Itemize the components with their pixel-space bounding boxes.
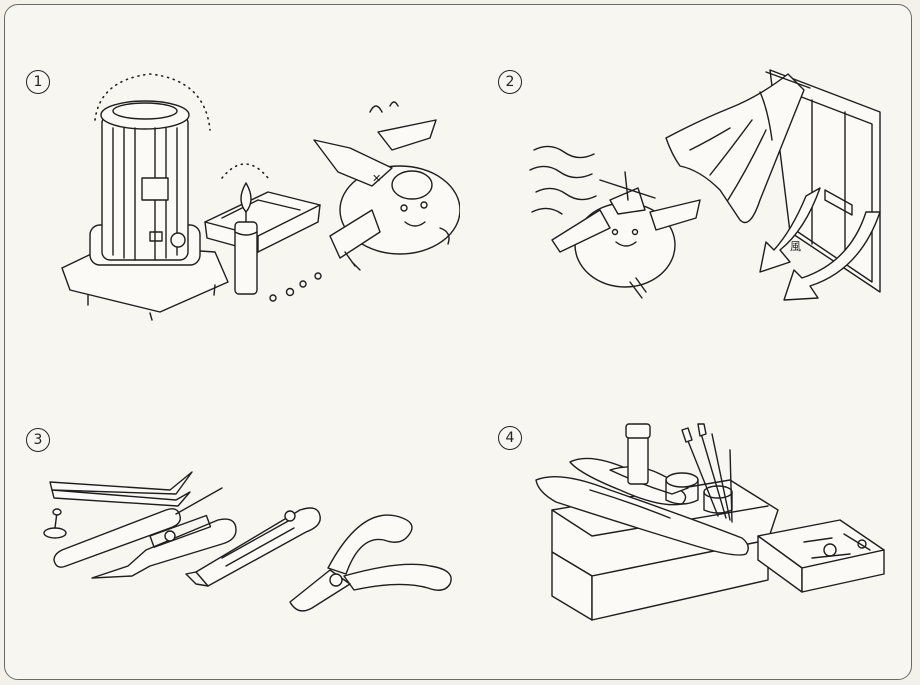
step-number-4: 4 <box>498 426 522 450</box>
panel-4: 4 <box>460 340 920 685</box>
curtain-wind-label: 風 <box>790 240 801 253</box>
step-number-3: 3 <box>26 428 50 452</box>
panel-4-illustration <box>460 340 920 685</box>
art-knife-icon <box>92 515 236 578</box>
candle-icon <box>222 164 268 294</box>
tweezers-icon <box>50 472 192 506</box>
step-number-2: 2 <box>498 70 522 94</box>
kerosene-heater-icon <box>62 101 228 320</box>
side-cutters-icon <box>290 515 451 611</box>
panel-3-illustration <box>0 340 460 685</box>
matchbox-icon <box>205 192 320 252</box>
panel-2: 2 <box>460 0 920 340</box>
exhaust-puffs-icon <box>270 273 321 301</box>
push-pin-icon <box>44 509 66 538</box>
panel-1: 1 <box>0 0 460 340</box>
cutter-knife-icon <box>186 508 320 586</box>
svg-text:✕: ✕ <box>372 172 381 185</box>
curtain-icon <box>666 72 810 223</box>
heat-dots <box>95 74 210 130</box>
panel-3: 3 <box>0 340 460 685</box>
paint-brushes-icon <box>682 424 732 522</box>
hovering-plane-icon <box>552 172 700 298</box>
small-parts-tray-icon <box>758 520 884 592</box>
panel-1-illustration: ✕ <box>0 0 460 340</box>
wind-lines-icon <box>530 146 596 214</box>
cartoon-plane-icon: ✕ <box>314 102 460 270</box>
airflow-arrow-icon: 風 <box>760 188 880 300</box>
panel-2-illustration: 風 <box>460 0 920 340</box>
open-window-icon <box>770 70 880 292</box>
step-number-1: 1 <box>26 70 50 94</box>
